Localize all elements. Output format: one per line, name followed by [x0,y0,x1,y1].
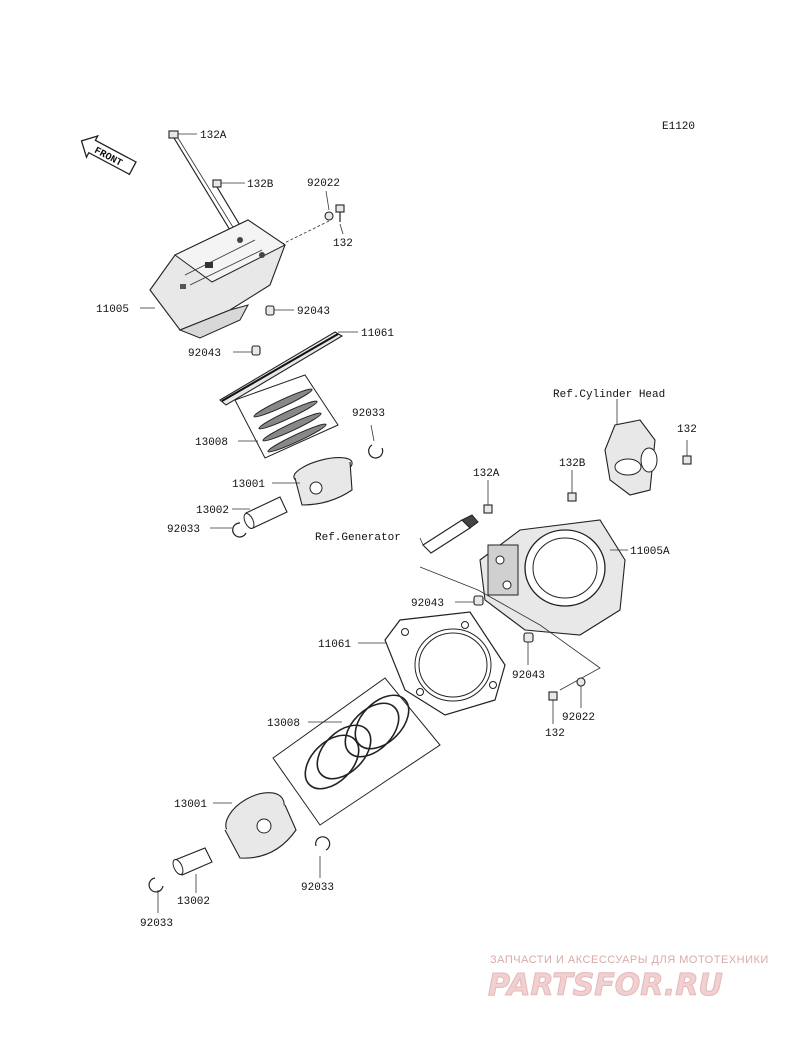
circlip-92033-top-right [368,444,384,459]
diagram-code: E1120 [662,121,695,133]
washer-92022-bottom [576,677,586,687]
circlip-92033-top-left [232,522,247,538]
piston-13001-top [293,457,353,506]
piston-rings-13008-top [234,374,339,459]
callout-132A-mid: 132A [473,468,500,480]
ref-generator: Ref.Generator [315,532,401,544]
ref-cylinder-head: Ref.Cylinder Head [553,389,665,401]
callout-11005: 11005 [96,304,129,316]
callout-92043-a: 92043 [297,306,330,318]
dowel-92043-c [473,595,484,606]
callout-132-top: 132 [333,238,353,250]
washer-92022-top [324,211,334,221]
callout-132-right: 132 [677,424,697,436]
circlip-92033-bottom-left [148,877,164,893]
front-arrow-icon: FRONT [80,134,137,176]
callout-92033-top-right: 92033 [352,408,385,420]
watermark-tagline: ЗАПЧАСТИ И АКСЕССУАРЫ ДЛЯ МОТОТЕХНИКИ [490,954,769,966]
gasket-11061-top [219,331,344,406]
callout-13001-top: 13001 [232,479,265,491]
piston-rings-13008-bottom [272,677,441,826]
bolt-132-right [682,440,692,465]
dowel-92043-b [251,345,261,356]
callout-92043-d: 92043 [512,670,545,682]
callout-13008-bottom: 13008 [267,718,300,730]
callout-92022-top: 92022 [307,178,340,190]
bolt-132A-mid [483,480,493,514]
callout-92043-b: 92043 [188,348,221,360]
callout-92022-bottom: 92022 [562,712,595,724]
bolt-132B-mid [567,470,577,502]
callout-13008-top: 13008 [195,437,228,449]
callout-132A-top: 132A [200,130,227,142]
bolt-132-top [335,204,345,222]
bolt-132A-top [168,130,237,236]
callout-13002-bottom: 13002 [177,896,210,908]
callout-92033-bottom-left: 92033 [140,918,173,930]
dowel-92043-d [523,632,534,643]
callout-13002-top: 13002 [196,505,229,517]
callout-92033-bottom-right: 92033 [301,882,334,894]
callout-11005A: 11005A [630,546,670,558]
generator-ref-rod [422,514,479,554]
piston-pin-13002-bottom [172,847,213,876]
callout-132B-mid: 132B [559,458,586,470]
callout-92043-c: 92043 [411,598,444,610]
dowel-92043-a [265,305,275,316]
callout-92033-top-left: 92033 [167,524,200,536]
piston-13001-bottom [224,792,297,859]
callout-13001-bottom: 13001 [174,799,207,811]
callout-11061-top: 11061 [361,328,394,340]
callout-132-bottom: 132 [545,728,565,740]
callout-11061-bottom: 11061 [318,639,351,651]
gasket-11061-bottom [384,611,506,716]
piston-pin-13002-top [243,496,288,529]
cylinder-11005A [479,519,626,636]
watermark-logo: PARTSFOR.RU [488,968,723,1003]
circlip-92033-bottom-right [315,836,331,851]
cylinder-11005 [149,219,286,339]
callout-132B-top: 132B [247,179,274,191]
bolt-132-bottom [548,691,558,724]
cylinder-head-ref [604,419,658,496]
